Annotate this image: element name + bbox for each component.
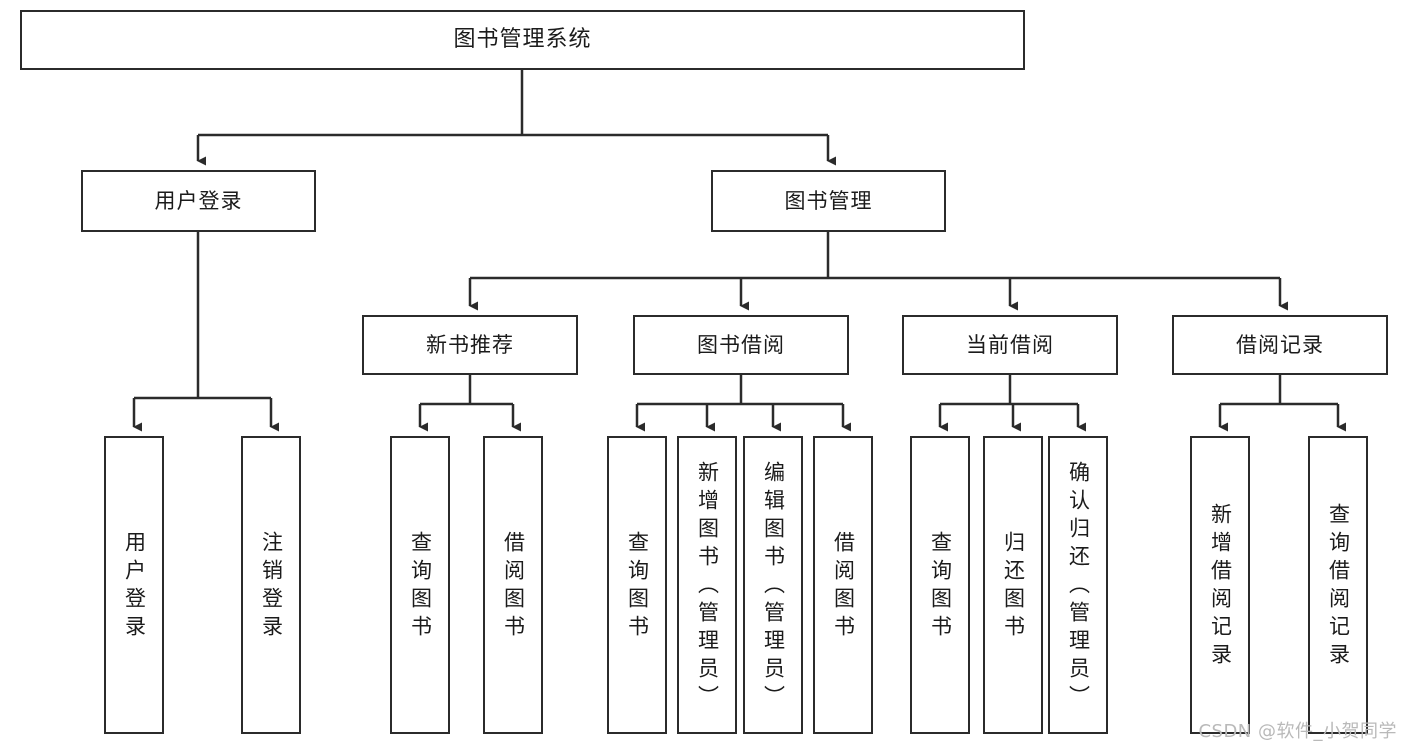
node-current-borrow[interactable]: 当前借阅	[902, 315, 1118, 375]
leaf-query-book-borrow[interactable]: 查询图书	[607, 436, 667, 734]
leaf-query-borrow-record-label: 查询借阅记录	[1326, 503, 1351, 671]
leaf-query-book-borrow-label: 查询图书	[625, 531, 650, 643]
node-new-book-recommend[interactable]: 新书推荐	[362, 315, 578, 375]
leaf-user-login[interactable]: 用户登录	[104, 436, 164, 734]
leaf-edit-book-admin[interactable]: 编辑图书（管理员）	[743, 436, 803, 734]
node-book-borrow[interactable]: 图书借阅	[633, 315, 849, 375]
leaf-query-book-current[interactable]: 查询图书	[910, 436, 970, 734]
leaf-borrow-book-recommend-label: 借阅图书	[501, 531, 526, 643]
node-new-book-recommend-label: 新书推荐	[426, 332, 514, 357]
node-book-management-label: 图书管理	[784, 188, 873, 213]
leaf-confirm-return-admin-label: 确认归还（管理员）	[1066, 461, 1091, 713]
leaf-query-book-recommend[interactable]: 查询图书	[390, 436, 450, 734]
leaf-return-book-label: 归还图书	[1001, 531, 1026, 643]
leaf-confirm-return-admin[interactable]: 确认归还（管理员）	[1048, 436, 1108, 734]
leaf-logout[interactable]: 注销登录	[241, 436, 301, 734]
leaf-user-login-label: 用户登录	[122, 531, 147, 643]
node-current-borrow-label: 当前借阅	[966, 332, 1054, 357]
node-user-login-label: 用户登录	[154, 188, 243, 213]
leaf-query-book-recommend-label: 查询图书	[408, 531, 433, 643]
node-root[interactable]: 图书管理系统	[20, 10, 1025, 70]
leaf-query-book-current-label: 查询图书	[928, 531, 953, 643]
leaf-borrow-book-recommend[interactable]: 借阅图书	[483, 436, 543, 734]
csdn-watermark: CSDN @软件_小贺同学	[1198, 721, 1397, 742]
node-root-label: 图书管理系统	[453, 27, 592, 53]
leaf-borrow-book[interactable]: 借阅图书	[813, 436, 873, 734]
leaf-return-book[interactable]: 归还图书	[983, 436, 1043, 734]
leaf-logout-label: 注销登录	[259, 531, 284, 643]
node-borrow-record-label: 借阅记录	[1236, 332, 1324, 357]
node-book-management[interactable]: 图书管理	[711, 170, 946, 232]
leaf-add-book-admin-label: 新增图书（管理员）	[695, 461, 720, 713]
leaf-add-borrow-record[interactable]: 新增借阅记录	[1190, 436, 1250, 734]
node-book-borrow-label: 图书借阅	[697, 332, 785, 357]
leaf-add-borrow-record-label: 新增借阅记录	[1208, 503, 1233, 671]
node-borrow-record[interactable]: 借阅记录	[1172, 315, 1388, 375]
leaf-query-borrow-record[interactable]: 查询借阅记录	[1308, 436, 1368, 734]
leaf-borrow-book-label: 借阅图书	[831, 531, 856, 643]
leaf-edit-book-admin-label: 编辑图书（管理员）	[761, 461, 786, 713]
leaf-add-book-admin[interactable]: 新增图书（管理员）	[677, 436, 737, 734]
node-user-login[interactable]: 用户登录	[81, 170, 316, 232]
